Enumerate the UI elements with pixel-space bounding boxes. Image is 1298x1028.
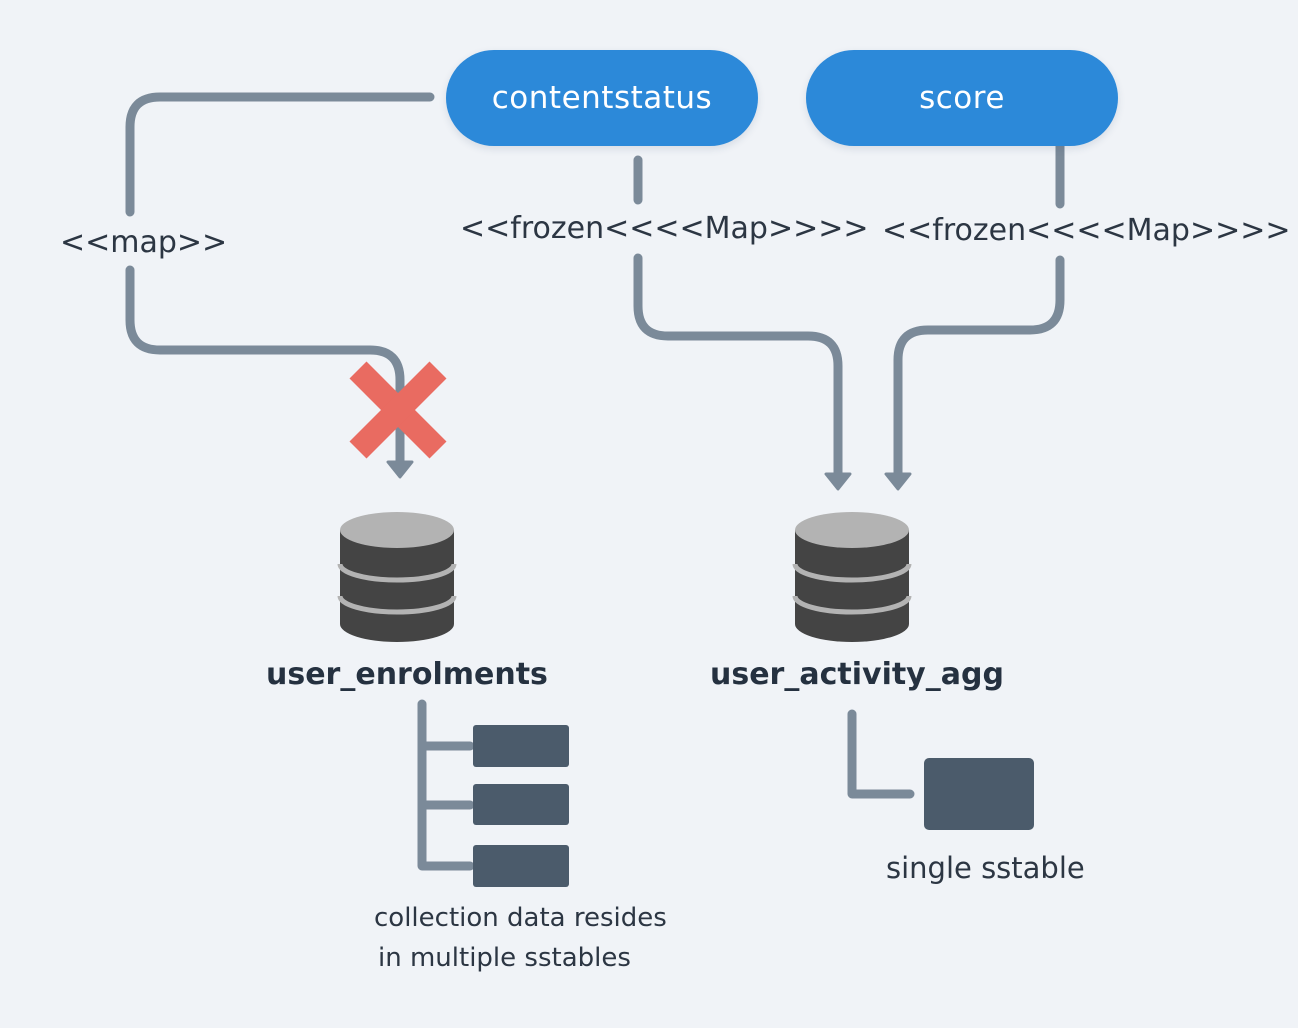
sstable-block-icon [473, 784, 569, 825]
column-score: score [806, 50, 1118, 146]
sstable-tree-multiple [417, 699, 475, 871]
x-mark-icon [349, 361, 447, 459]
note-multiple-sstables-line2: in multiple sstables [378, 943, 631, 973]
type-label-frozen-score: <<frozen<<<<Map>>>> [878, 216, 1295, 246]
sstable-block-icon [473, 845, 569, 887]
arrowhead-user-enrolments [386, 460, 414, 479]
table-name-user-enrolments: user_enrolments [266, 657, 548, 692]
type-label-map: <<map>> [56, 228, 232, 258]
table-name-user-activity-agg: user_activity_agg [710, 657, 1004, 692]
database-icon [792, 512, 912, 642]
sstable-block-icon [924, 758, 1034, 830]
column-contentstatus: contentstatus [446, 50, 758, 146]
note-multiple-sstables-line1: collection data resides [374, 903, 667, 933]
connector-map-to-user-enrolments [125, 92, 435, 470]
column-contentstatus-label: contentstatus [491, 80, 713, 116]
arrowhead-score-activity [884, 472, 912, 491]
connector-contentstatus-to-user-activity-agg [633, 155, 843, 482]
note-single-sstable: single sstable [886, 851, 1085, 885]
type-label-frozen-contentstatus: <<frozen<<<<Map>>>> [456, 214, 873, 244]
sstable-block-icon [473, 725, 569, 767]
database-icon [337, 512, 457, 642]
arrowhead-contentstatus-activity [824, 472, 852, 491]
sstable-tree-single [847, 709, 915, 799]
column-score-label: score [919, 80, 1005, 116]
connector-score-to-user-activity-agg [893, 135, 1065, 482]
